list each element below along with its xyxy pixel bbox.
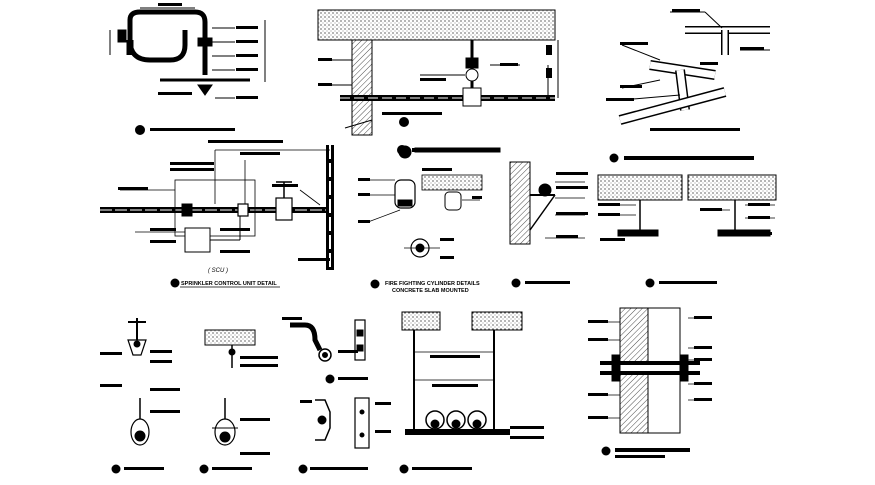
- detail-trapeze-support: [401, 311, 523, 435]
- detail-fitting-tags: [282, 317, 391, 474]
- detail-drop-pipe-tags: [158, 3, 258, 99]
- detail-fire-cylinder: [367, 145, 501, 258]
- detail-tee-iso: [618, 11, 770, 125]
- detail-hanger-tags: [598, 153, 772, 288]
- detail-control-tags: [118, 140, 330, 288]
- detail-slab-sprinkler: [317, 9, 559, 136]
- detail-sprinkler-control: [100, 145, 334, 270]
- detail-wall-penetration: [588, 307, 712, 434]
- detail-clamp-tags: [100, 350, 278, 474]
- detail-slab-tags: [318, 45, 552, 127]
- detail-drop-pipe: [109, 7, 266, 99]
- detail-clamps: [127, 318, 256, 446]
- detail-cylinder-tags: [358, 168, 482, 289]
- fire-cylinder-subtitle: CONCRETE SLAB MOUNTED: [392, 288, 469, 294]
- sprinkler-control-title: SPRINKLER CONTROL UNIT DETAIL: [181, 281, 277, 287]
- detail-bracket-tags: [511, 172, 588, 288]
- detail-fittings: [290, 319, 370, 449]
- detail-trapeze-tags: [399, 355, 544, 474]
- detail-slab-hangers: [597, 174, 777, 237]
- fire-cylinder-title: FIRE FIGHTING CYLINDER DETAILS: [385, 281, 480, 287]
- scu-label: ( SCU ): [208, 268, 228, 274]
- detail-tee-tags: [606, 9, 764, 131]
- section-markers: [135, 125, 497, 155]
- detail-wall-bracket: [509, 161, 585, 245]
- detail-penetration-tags: [588, 316, 712, 458]
